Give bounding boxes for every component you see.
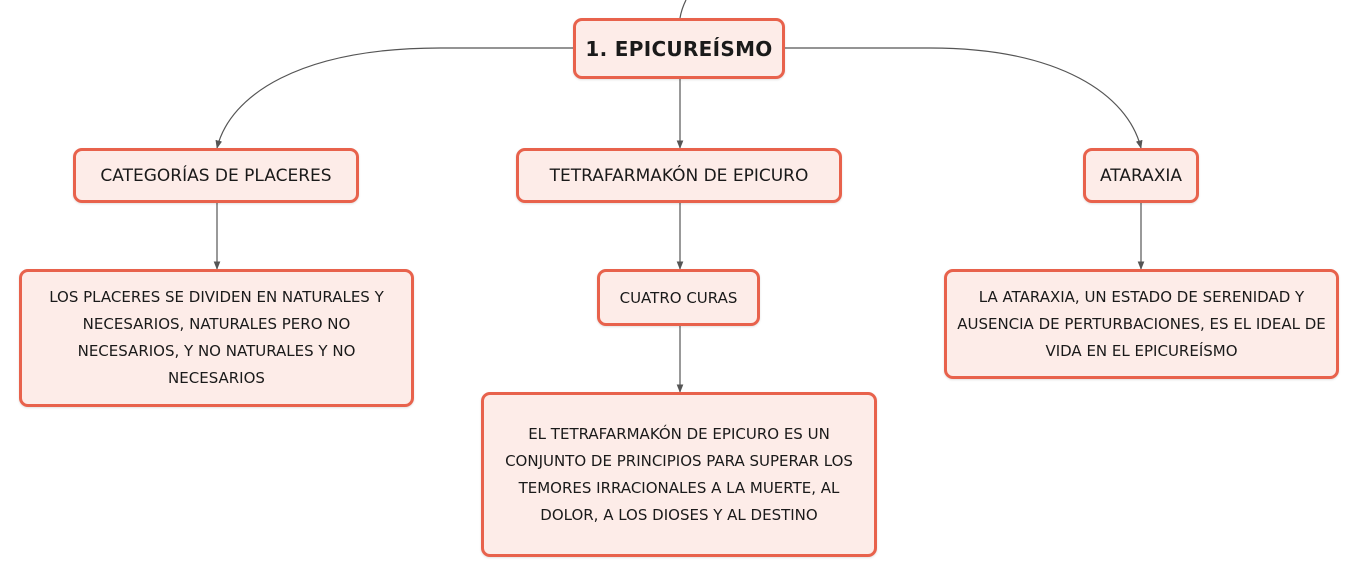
node-label: CUATRO CURAS [619, 288, 738, 307]
node-label: ATARAXIA [1099, 165, 1183, 186]
node-text: LOS PLACERES SE DIVIDEN EN NATURALES Y N… [49, 288, 384, 387]
node-text: EL TETRAFARMAKÓN DE EPICURO ES UN CONJUN… [505, 424, 853, 524]
connector-root-right [785, 47, 1143, 149]
node-cuatro-curas[interactable]: CUATRO CURAS [597, 269, 760, 326]
node-label: TETRAFARMAKÓN DE EPICURO [549, 165, 809, 186]
node-placeres-detail[interactable]: LOS PLACERES SE DIVIDEN EN NATURALES Y N… [19, 269, 414, 407]
node-ataraxia-detail[interactable]: LA ATARAXIA, UN ESTADO DE SERENIDAD Y AU… [944, 269, 1339, 379]
node-label: CATEGORÍAS DE PLACERES [100, 165, 332, 186]
root-label: 1. EPICUREÍSMO [585, 36, 773, 61]
connector-from-parent [679, 0, 687, 19]
node-text: LA ATARAXIA, UN ESTADO DE SERENIDAD Y AU… [957, 287, 1326, 360]
root-node[interactable]: 1. EPICUREÍSMO [573, 18, 785, 79]
node-categorias-de-placeres[interactable]: CATEGORÍAS DE PLACERES [73, 148, 359, 203]
node-tetrafarmakon[interactable]: TETRAFARMAKÓN DE EPICURO [516, 148, 842, 203]
connector-root-left [215, 47, 573, 149]
node-tetrafarmakon-detail[interactable]: EL TETRAFARMAKÓN DE EPICURO ES UN CONJUN… [481, 392, 877, 557]
node-ataraxia[interactable]: ATARAXIA [1083, 148, 1199, 203]
